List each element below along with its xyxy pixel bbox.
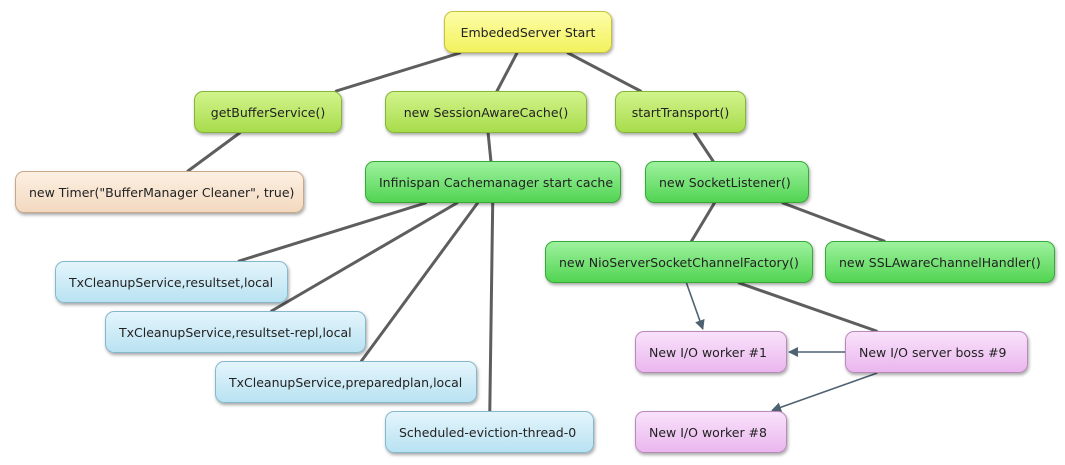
node-embedded-server-start[interactable]: EmbededServer Start (444, 11, 612, 53)
edge-new-socket-listener-to-nio-server-socket-channel-factory (690, 201, 716, 243)
edge-embedded-server-start-to-get-buffer-service (334, 51, 462, 93)
edge-infinispan-cachemanager-to-tx-cleanup-preparedplan-local (359, 201, 480, 363)
node-io-worker-1[interactable]: New I/O worker #1 (635, 331, 787, 373)
node-new-session-aware-cache[interactable]: new SessionAwareCache() (385, 91, 587, 133)
edge-new-session-aware-cache-to-infinispan-cachemanager (486, 131, 493, 163)
edge-nio-server-socket-channel-factory-to-io-worker-1 (685, 282, 705, 331)
edge-infinispan-cachemanager-to-tx-cleanup-resultset-local (237, 201, 427, 263)
node-start-transport[interactable]: startTransport() (615, 91, 746, 133)
edge-embedded-server-start-to-start-transport (566, 51, 642, 93)
node-infinispan-cachemanager[interactable]: Infinispan Cachemanager start cache (365, 161, 621, 203)
edge-nio-server-socket-channel-factory-to-io-server-boss-9 (737, 281, 878, 333)
edge-get-buffer-service-to-new-timer (186, 131, 242, 173)
node-io-worker-8[interactable]: New I/O worker #8 (635, 411, 787, 453)
node-tx-cleanup-resultset-repl-local[interactable]: TxCleanupService,resultset-repl,local (105, 311, 366, 353)
edge-new-socket-listener-to-ssl-aware-channel-handler (781, 201, 886, 243)
node-tx-cleanup-preparedplan-local[interactable]: TxCleanupService,preparedplan,local (215, 361, 477, 403)
edge-infinispan-cachemanager-to-scheduled-eviction-thread (488, 201, 495, 413)
edge-io-server-boss-9-to-io-worker-8 (771, 372, 878, 413)
node-new-timer[interactable]: new Timer("BufferManager Cleaner", true) (15, 171, 304, 213)
node-new-socket-listener[interactable]: new SocketListener() (645, 161, 809, 203)
node-get-buffer-service[interactable]: getBufferService() (194, 91, 342, 133)
edge-embedded-server-start-to-new-session-aware-cache (495, 51, 519, 93)
node-tx-cleanup-resultset-local[interactable]: TxCleanupService,resultset,local (55, 261, 288, 303)
node-nio-server-socket-channel-factory[interactable]: new NioServerSocketChannelFactory() (545, 241, 813, 283)
node-scheduled-eviction-thread[interactable]: Scheduled-eviction-thread-0 (385, 411, 594, 453)
node-io-server-boss-9[interactable]: New I/O server boss #9 (845, 331, 1028, 373)
edge-start-transport-to-new-socket-listener (692, 131, 715, 163)
edge-infinispan-cachemanager-to-tx-cleanup-resultset-repl-local (270, 201, 459, 313)
node-ssl-aware-channel-handler[interactable]: new SSLAwareChannelHandler() (825, 241, 1055, 283)
